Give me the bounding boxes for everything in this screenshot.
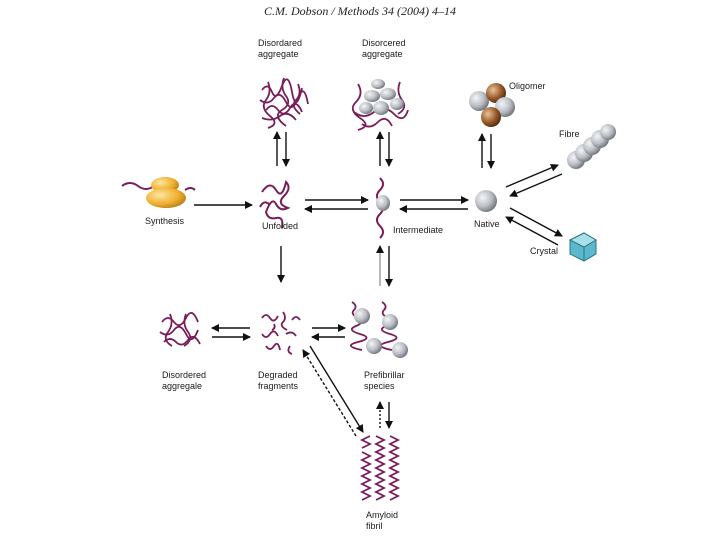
intermediate-icon (376, 177, 390, 239)
prefibrillar-species-icon (350, 301, 408, 358)
degraded-fragments-label-2: fragments (258, 381, 299, 391)
disordered-aggregate-bottom-label-2: aggregale (162, 381, 202, 391)
prefibrillar-species-label-2: species (364, 381, 395, 391)
prefibrillar-species-label-1: Prefibrillar (364, 370, 405, 380)
intermediate-label: Intermediate (393, 225, 443, 235)
disordered-aggregate-top-icon (259, 77, 309, 129)
pathway-arrows (194, 131, 563, 437)
fibre-label: Fibre (559, 129, 580, 139)
oligomer-icon (469, 83, 515, 127)
disordered-aggregate-intermediate-icon (351, 79, 409, 131)
crystal-label: Crystal (530, 246, 558, 256)
arrow-native-crystal (509, 207, 563, 237)
arrow-degraded-amyloid (309, 345, 364, 433)
disordered-aggregate-mid-label-1: Disorcered (362, 38, 406, 48)
native-label: Native (474, 219, 500, 229)
crystal-icon (568, 232, 597, 262)
fibre-icon (567, 124, 616, 169)
ribosome-icon (121, 177, 196, 208)
oligomer-label: Oligomer (509, 81, 546, 91)
arrow-amyloid-degraded (302, 349, 357, 437)
arrow-native-fibre (505, 164, 559, 188)
amyloid-fibril-icon (359, 435, 401, 501)
degraded-fragments-icon (261, 311, 301, 355)
disordered-aggregate-top-label-1: Disordared (258, 38, 302, 48)
amyloid-fibril-label-2: fibril (366, 521, 383, 531)
unfolded-chain-icon (259, 180, 291, 229)
arrow-crystal-native (505, 216, 559, 246)
disordered-aggregate-mid-label-2: aggregate (362, 49, 403, 59)
disordered-aggregate-top-label-2: aggregate (258, 49, 299, 59)
disordered-aggregate-bottom-icon (159, 312, 201, 347)
degraded-fragments-label-1: Degraded (258, 370, 298, 380)
arrow-fibre-native (509, 173, 563, 197)
disordered-aggregate-bottom-label-1: Disordered (162, 370, 206, 380)
synthesis-label: Synthesis (145, 216, 185, 226)
citation-header: C.M. Dobson / Methods 34 (2004) 4–14 (264, 4, 456, 18)
native-protein-icon (475, 190, 497, 212)
amyloid-fibril-label-1: Amyloid (366, 510, 398, 520)
unfolded-label: Unfolded (262, 221, 298, 231)
